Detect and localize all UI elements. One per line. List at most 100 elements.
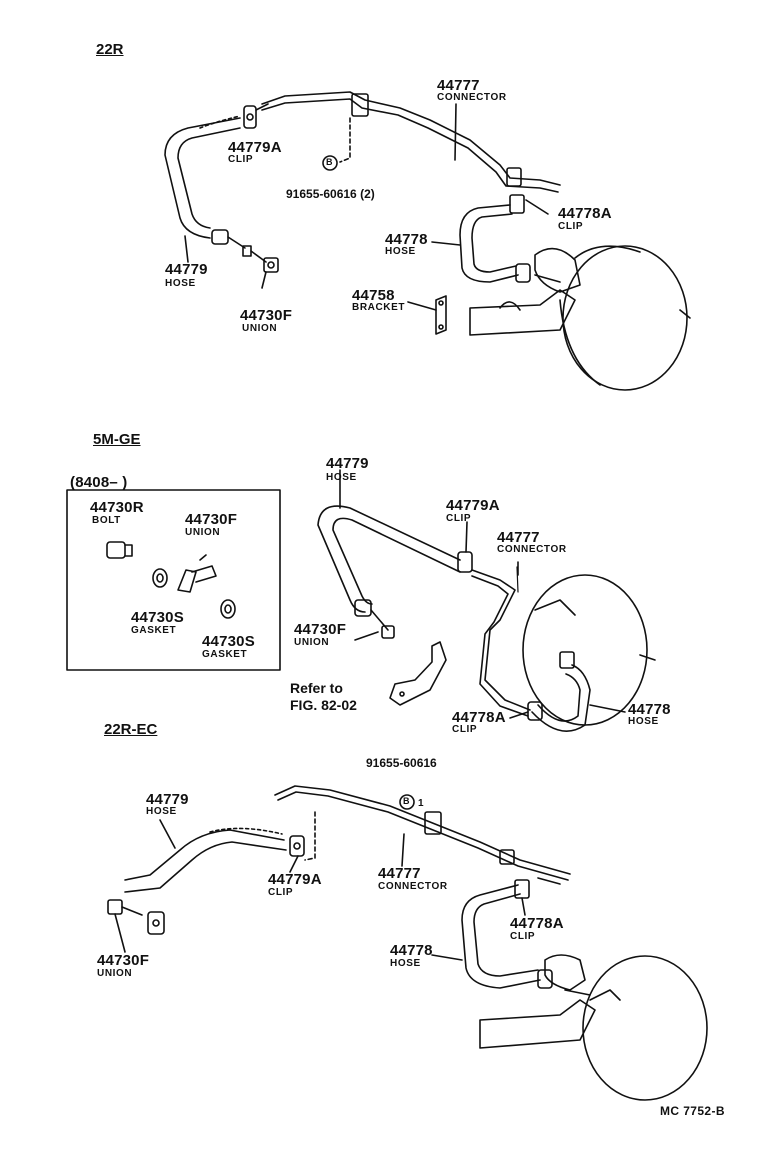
leader-bracket-1: [407, 301, 437, 311]
leader-hose-b-2: [589, 704, 626, 713]
part-no-hose-a-3: 44779: [146, 791, 189, 808]
part-no-hose-a-2: 44779: [326, 455, 369, 472]
part-name-connector-3: CONNECTOR: [378, 881, 448, 892]
part-name-bolt-2: BOLT: [92, 515, 121, 526]
part-name-clip-a-3: CLIP: [268, 887, 294, 898]
hose-44779-1: [164, 115, 241, 239]
connector-pipe-3: [274, 785, 571, 881]
part-no-gasket-2: 44730S: [202, 633, 255, 650]
inset-box: [66, 489, 281, 671]
leader-clip-a-2: [465, 521, 468, 553]
part-no-union-2: 44730F: [294, 621, 347, 638]
leader-hose-a-3: [159, 819, 176, 849]
refer-line-2: FIG. 82-02: [290, 697, 357, 713]
bolt-mark-circle-1: [322, 155, 338, 171]
gasket-2-hole: [224, 604, 232, 614]
refer-line-1: Refer to: [290, 680, 343, 696]
part-name-union-2: UNION: [294, 637, 330, 648]
bolt-qty-3: 1: [418, 798, 425, 809]
part-no-connector-1: 44777: [437, 77, 480, 94]
leader-union-3: [114, 913, 126, 953]
part-name-hose-b-2: HOSE: [628, 716, 659, 727]
bracket-refer: [389, 641, 447, 706]
part-no-clip-a-2: 44779A: [446, 497, 500, 514]
part-name-hose-b-1: HOSE: [385, 246, 416, 257]
section-title-22r-ec: 22R-EC: [104, 721, 158, 738]
date-range: (8408– ): [70, 474, 128, 491]
part-name-gasket-1: GASKET: [131, 625, 177, 636]
section-title-22r: 22R: [96, 41, 124, 58]
gasket-1-hole: [156, 573, 164, 583]
part-no-clip-b-2: 44778A: [452, 709, 506, 726]
section-title-5m-ge: 5M-GE: [93, 431, 141, 448]
part-no-clip-b-1: 44778A: [558, 205, 612, 222]
part-no-clip-a-3: 44779A: [268, 871, 322, 888]
part-no-hose-a-1: 44779: [165, 261, 208, 278]
clip-44779a-2: [457, 551, 473, 573]
part-name-union-box: UNION: [185, 527, 221, 538]
leader-connector-1: [454, 103, 457, 161]
part-no-connector-2: 44777: [497, 529, 540, 546]
part-no-union-1: 44730F: [240, 307, 293, 324]
part-name-union-3: UNION: [97, 968, 133, 979]
part-name-connector-1: CONNECTOR: [437, 92, 507, 103]
leader-clip-b-1: [525, 199, 549, 215]
union-44730f-box: [177, 554, 217, 593]
leader-hose-b-1: [431, 241, 461, 246]
union-44730f-1: [211, 229, 279, 273]
bolt-guide-3: [304, 811, 316, 861]
part-no-bolt-1: 91655-60616 (2): [286, 187, 375, 201]
part-no-clip-a-1: 44779A: [228, 139, 282, 156]
part-no-union-box: 44730F: [185, 511, 238, 528]
part-no-bolt-2: 44730R: [90, 499, 144, 516]
part-no-connector-3: 44777: [378, 865, 421, 882]
part-no-bracket-1: 44758: [352, 287, 395, 304]
part-no-union-3: 44730F: [97, 952, 150, 969]
part-name-hose-a-1: HOSE: [165, 278, 196, 289]
part-name-clip-b-2: CLIP: [452, 724, 478, 735]
bolt-mark-3: B: [403, 796, 411, 806]
bolt-44730r: [106, 541, 133, 559]
leader-union-2: [354, 631, 379, 641]
hose-44778-2: [527, 651, 591, 732]
bolt-guide-1: [339, 117, 351, 163]
bolt-mark-circle-3: [399, 794, 415, 810]
connector-pipe-2: [471, 566, 531, 717]
hose-44778-1: [459, 194, 561, 283]
hose-44779-3: [124, 827, 287, 893]
leader-clip-a-3: [289, 855, 299, 873]
part-no-hose-b-3: 44778: [390, 942, 433, 959]
leader-hose-a-1: [184, 235, 189, 263]
part-name-clip-a-1: CLIP: [228, 154, 254, 165]
part-name-clip-a-2: CLIP: [446, 513, 472, 524]
connector-pipe-1: [261, 91, 561, 193]
leader-clip-b-3: [521, 897, 526, 916]
bolt-mark-1: B: [326, 157, 334, 167]
hose-44779-2: [317, 505, 461, 613]
union-44730f-2: [354, 599, 395, 639]
bracket-44758-1: [435, 295, 447, 335]
part-no-gasket-1: 44730S: [131, 609, 184, 626]
part-no-hose-b-1: 44778: [385, 231, 428, 248]
leader-union-1: [261, 271, 267, 289]
part-name-bracket-1: BRACKET: [352, 302, 406, 313]
part-name-gasket-2: GASKET: [202, 649, 248, 660]
leader-hose-b-3: [431, 954, 463, 961]
part-name-clip-b-1: CLIP: [558, 221, 584, 232]
part-name-clip-b-3: CLIP: [510, 931, 536, 942]
part-no-clip-b-3: 44778A: [510, 915, 564, 932]
clip-44779a-1: [243, 103, 269, 129]
leader-clip-b-2: [509, 711, 529, 719]
part-no-bolt-3: 91655-60616: [366, 756, 437, 770]
brake-booster-3: [479, 954, 708, 1101]
part-name-hose-a-3: HOSE: [146, 806, 177, 817]
part-name-union-1: UNION: [242, 323, 278, 334]
clip-44779a-3: [289, 835, 305, 857]
figure-code: MC 7752-B: [660, 1104, 725, 1118]
part-name-hose-a-2: HOSE: [326, 472, 357, 483]
part-name-connector-2: CONNECTOR: [497, 544, 567, 555]
leader-connector-3: [401, 833, 405, 867]
brake-booster-1: [469, 245, 691, 391]
gasket-1: [152, 568, 168, 588]
